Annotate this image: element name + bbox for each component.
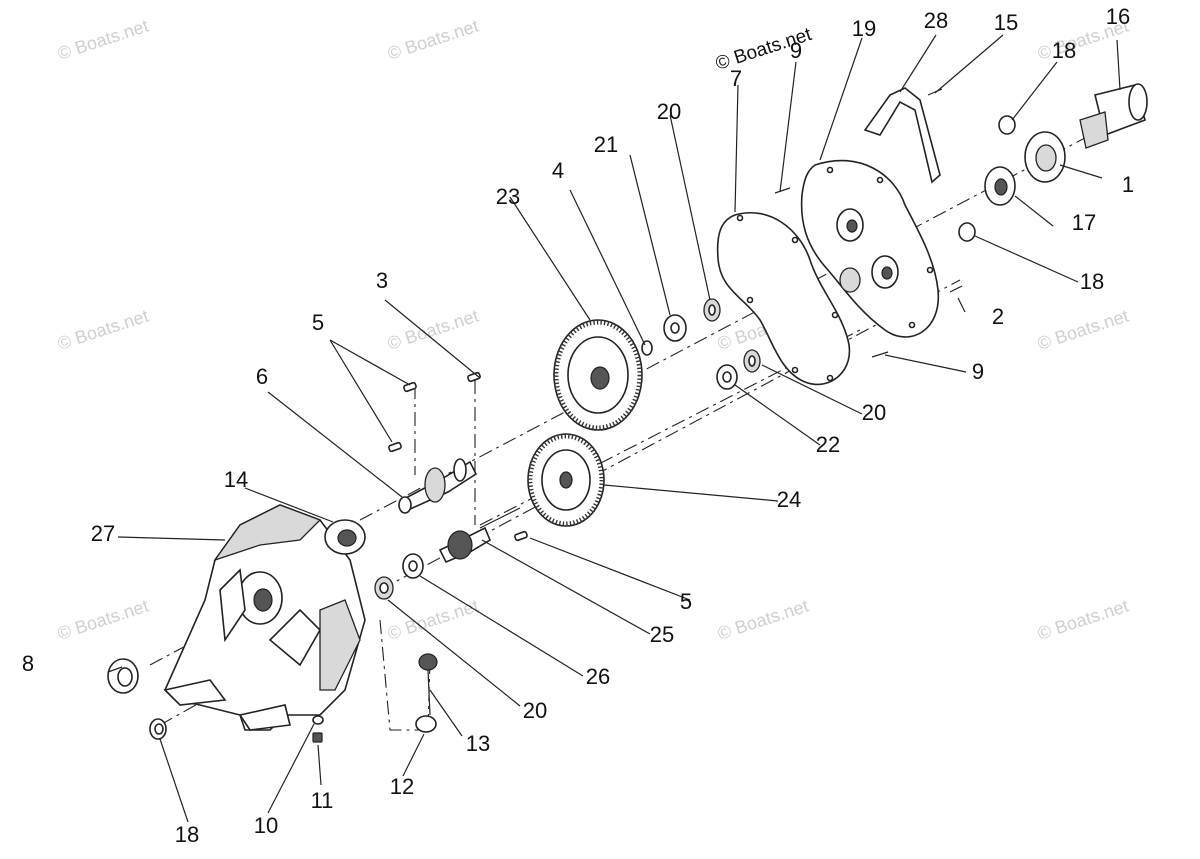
watermark: © Boats.net (55, 306, 151, 354)
washer-12 (415, 715, 437, 733)
watermark: © Boats.net (715, 596, 811, 644)
gear-case-cover-19 (800, 159, 940, 338)
gear-24 (527, 433, 605, 527)
shaft-6 (398, 458, 478, 514)
callout-5-lower: 5 (680, 589, 692, 614)
watermark: © Boats.net (55, 596, 151, 644)
washer-18-bottom (149, 718, 167, 740)
callout-12: 12 (390, 774, 414, 799)
washer-26 (402, 553, 424, 579)
key-5-lower (514, 530, 528, 542)
callout-labels: 1 2 3 4 5 5 6 7 8 9 9 10 11 12 13 14 15 … (22, 4, 1134, 847)
callout-25: 25 (650, 622, 674, 647)
screw-15 (927, 88, 943, 96)
watermark: © Boats.net (1035, 306, 1131, 354)
washer-21 (663, 314, 687, 342)
callout-6: 6 (256, 364, 268, 389)
pinion-gear-25 (438, 507, 521, 564)
callout-17: 17 (1072, 210, 1096, 235)
washer-22 (716, 364, 738, 390)
callout-9-lower: 9 (972, 359, 984, 384)
callout-22: 22 (816, 432, 840, 457)
callout-24: 24 (777, 487, 801, 512)
callout-18-top: 18 (1052, 38, 1076, 63)
callout-19: 19 (852, 16, 876, 41)
gasket-7 (716, 212, 851, 386)
bracket-28 (863, 87, 941, 184)
callout-20-top: 20 (657, 99, 681, 124)
callout-18-middle: 18 (1080, 269, 1104, 294)
callout-5-upper: 5 (312, 310, 324, 335)
callout-13: 13 (466, 731, 490, 756)
seal-8 (107, 658, 139, 694)
watermark: © Boats.net (55, 16, 151, 64)
callout-1: 1 (1122, 172, 1134, 197)
washer-10-nut-11 (312, 715, 324, 743)
callout-21: 21 (594, 132, 618, 157)
needle-bearing-20-upper (703, 298, 721, 322)
callout-3: 3 (376, 268, 388, 293)
callout-16: 16 (1106, 4, 1130, 29)
dowel-pin-9-upper (774, 187, 791, 194)
watermark: © Boats.net (385, 306, 481, 354)
callout-11: 11 (311, 788, 334, 813)
seal-1 (1024, 131, 1066, 183)
callout-2: 2 (992, 304, 1004, 329)
bearing-14 (324, 519, 366, 555)
leader-lines (107, 34, 1121, 823)
callout-4: 4 (552, 158, 564, 183)
watermark: © Boats.net (385, 16, 481, 64)
dipstick-13 (418, 653, 438, 716)
callout-28: 28 (924, 8, 948, 33)
key-5-upper (388, 381, 417, 453)
watermark: © Boats.net (1035, 596, 1131, 644)
callout-18-bottom: 18 (175, 822, 199, 847)
callout-15: 15 (994, 10, 1018, 35)
needle-bearing-20-middle (743, 349, 761, 373)
gear-23 (553, 319, 643, 431)
callout-26: 26 (586, 664, 610, 689)
callout-14: 14 (224, 467, 248, 492)
callout-8: 8 (22, 651, 34, 676)
washer-18-top (998, 115, 1016, 135)
screw-2 (949, 285, 963, 293)
needle-bearing-20-lower (374, 576, 394, 600)
callout-7: 7 (730, 66, 742, 91)
gear-case-housing (163, 504, 366, 731)
callout-23: 23 (496, 184, 520, 209)
callout-10: 10 (254, 813, 278, 838)
bearing-17 (984, 166, 1016, 206)
washer-18-middle (958, 222, 976, 242)
callout-27: 27 (91, 521, 115, 546)
coupling-16 (1079, 83, 1148, 149)
dowel-pin-9-lower (871, 351, 889, 358)
callout-20-bottom: 20 (523, 698, 547, 723)
callout-9-upper: 9 (790, 38, 802, 63)
callout-20-middle: 20 (862, 400, 886, 425)
